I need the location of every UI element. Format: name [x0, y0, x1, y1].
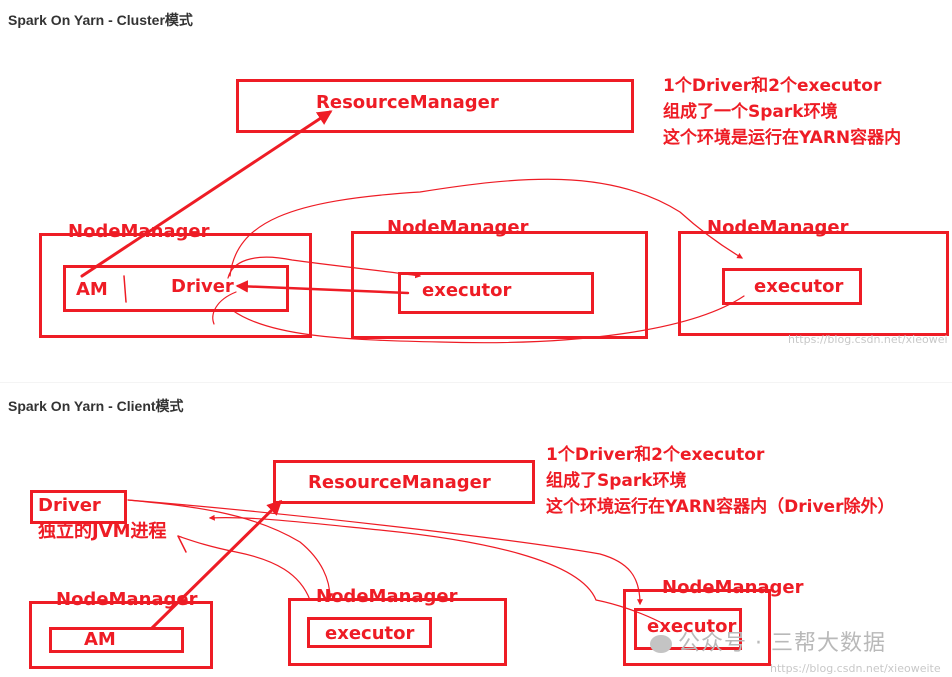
cluster-note-line-3: 这个环境是运行在YARN容器内 — [663, 128, 902, 148]
client-nodemanager-2-box — [288, 598, 507, 666]
cluster-url-watermark: https://blog.csdn.net/xieowei — [788, 333, 948, 346]
client-note-line-2: 组成了Spark环境 — [546, 471, 687, 491]
cluster-resourcemanager-box — [236, 79, 634, 133]
account-watermark: 公众号 · 三帮大数据 — [650, 625, 886, 657]
client-resourcemanager-box — [273, 460, 535, 504]
section-divider — [0, 382, 952, 383]
client-note: 1个Driver和2个executor 组成了Spark环境 这个环境运行在YA… — [546, 442, 894, 520]
client-nodemanager-3-box — [623, 589, 771, 666]
client-executor-1-box — [307, 617, 432, 648]
cluster-resourcemanager-label: ResourceManager — [316, 92, 499, 113]
cluster-driver-hook-curve — [212, 291, 237, 325]
client-nodemanager-1-box — [29, 601, 213, 669]
client-nodemanager-1-label: NodeManager — [56, 589, 198, 610]
client-am-to-rm-arrow — [150, 499, 283, 630]
cluster-am-driver-divider — [123, 275, 127, 303]
cluster-executor2-return-arc — [231, 295, 745, 344]
cluster-nodemanager-2-label: NodeManager — [387, 217, 529, 238]
client-executor1-to-driver-curve — [177, 535, 311, 601]
account-watermark-text: 公众号 · 三帮大数据 — [678, 631, 886, 656]
cluster-executor-1-label: executor — [422, 280, 512, 301]
cluster-driver-to-executor2-arc — [229, 178, 744, 277]
client-resourcemanager-label: ResourceManager — [308, 472, 491, 493]
cluster-nodemanager-2-box — [351, 231, 648, 339]
client-executor-2-box — [634, 608, 742, 650]
cluster-note-line-1: 1个Driver和2个executor — [663, 76, 882, 96]
client-nodemanager-2-label: NodeManager — [316, 586, 458, 607]
cluster-nodemanager-1-box — [39, 233, 312, 338]
client-driver-box — [30, 490, 127, 524]
client-am-box — [49, 627, 184, 653]
client-driver-label: Driver — [38, 495, 101, 516]
client-executor-1-label: executor — [325, 623, 415, 644]
client-driver-tick — [177, 535, 187, 553]
wechat-icon — [650, 635, 672, 653]
client-driver-to-executor1-curve — [127, 499, 333, 600]
cluster-nodemanager-3-box — [678, 231, 949, 336]
client-executor-2-label: executor — [647, 616, 737, 637]
cluster-am-to-rm-arrow — [80, 110, 333, 278]
cluster-am-label: AM — [76, 279, 108, 300]
client-am-label: AM — [84, 629, 116, 650]
cluster-executor-2-label: executor — [754, 276, 844, 297]
cluster-nodemanager-1-label: NodeManager — [68, 221, 210, 242]
cluster-nodemanager-3-label: NodeManager — [707, 217, 849, 238]
client-executor2-to-driver-curve — [210, 518, 661, 623]
cluster-executor-2-box — [722, 268, 862, 305]
cluster-mode-title: Spark On Yarn - Cluster模式 — [8, 12, 193, 28]
cluster-driver-label: Driver — [171, 276, 234, 297]
client-nodemanager-3-label: NodeManager — [662, 577, 804, 598]
client-driver-to-executor2-curve — [127, 499, 643, 606]
cluster-driver-to-executor1-curve — [227, 256, 422, 279]
client-note-line-3: 这个环境运行在YARN容器内（Driver除外） — [546, 497, 895, 517]
cluster-note: 1个Driver和2个executor 组成了一个Spark环境 这个环境是运行… — [663, 73, 901, 151]
cluster-executor-to-driver-arrow — [235, 280, 410, 295]
client-driver-note: 独立的JVM进程 — [38, 521, 167, 542]
cluster-note-line-2: 组成了一个Spark环境 — [663, 102, 838, 122]
client-note-line-1: 1个Driver和2个executor — [546, 445, 765, 465]
client-url-watermark: https://blog.csdn.net/xieoweite — [770, 662, 941, 675]
client-mode-title: Spark On Yarn - Client模式 — [8, 398, 184, 414]
